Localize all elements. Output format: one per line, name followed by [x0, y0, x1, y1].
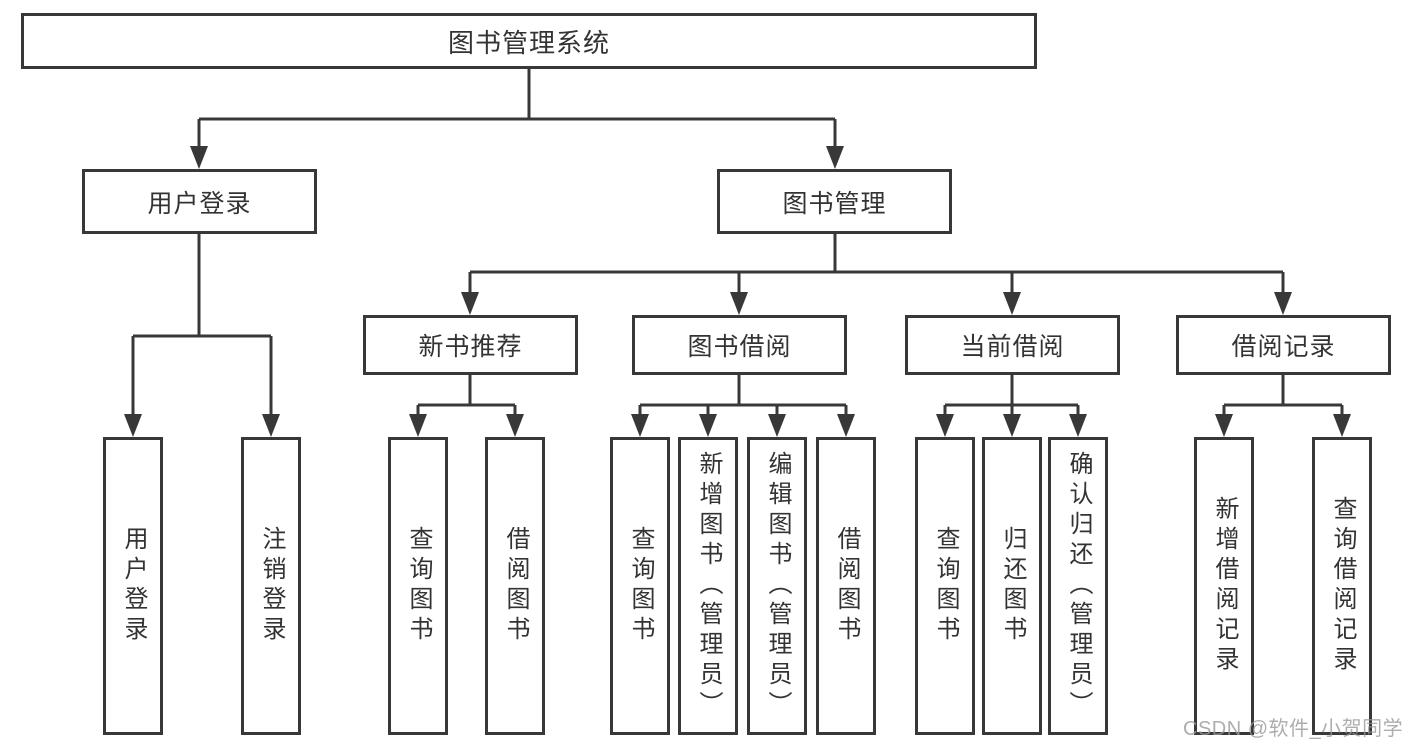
connector-root-to-level2 [190, 69, 844, 169]
leaf-edit-books-admin: 编辑图书（管理员） [747, 437, 807, 735]
leaf-label: 借阅图书 [833, 526, 860, 646]
leaf-label: 确认归还（管理员） [1065, 451, 1092, 721]
leaf-label: 查询图书 [932, 526, 959, 646]
leaf-confirm-return-admin: 确认归还（管理员） [1048, 437, 1108, 735]
leaf-label: 注销登录 [258, 526, 285, 646]
leaf-label: 查询借阅记录 [1329, 496, 1356, 676]
connector-book-mgmt-to-modules [461, 234, 1292, 315]
arrowhead-down-icon [730, 292, 748, 315]
arrowhead-down-icon [826, 146, 844, 169]
arrowhead-down-icon [1069, 414, 1087, 437]
leaf-label: 新增图书（管理员） [695, 451, 722, 721]
node-current-borrow: 当前借阅 [905, 315, 1120, 375]
arrowhead-down-icon [262, 414, 280, 437]
connector-current-borrow-to-leaves [936, 375, 1087, 437]
arrowhead-down-icon [631, 414, 649, 437]
connector-borrow-records-to-leaves [1215, 375, 1351, 437]
leaf-query-books-borrow: 查询图书 [610, 437, 670, 735]
arrowhead-down-icon [837, 414, 855, 437]
leaf-borrow-books: 借阅图书 [816, 437, 876, 735]
arrowhead-down-icon [506, 414, 524, 437]
arrowhead-down-icon [124, 414, 142, 437]
leaf-query-books-recommend: 查询图书 [388, 437, 448, 735]
leaf-label: 新增借阅记录 [1211, 496, 1238, 676]
leaf-add-borrow-record: 新增借阅记录 [1194, 437, 1254, 735]
leaf-query-books-current: 查询图书 [915, 437, 975, 735]
leaf-borrow-books-recommend: 借阅图书 [485, 437, 545, 735]
arrowhead-down-icon [699, 414, 717, 437]
arrowhead-down-icon [1215, 414, 1233, 437]
leaf-label: 查询图书 [627, 526, 654, 646]
node-book-borrow: 图书借阅 [632, 315, 847, 375]
leaf-label: 用户登录 [120, 526, 147, 646]
node-user-login: 用户登录 [82, 169, 317, 234]
leaf-label: 归还图书 [999, 526, 1026, 646]
leaf-add-books-admin: 新增图书（管理员） [678, 437, 738, 735]
node-system-root: 图书管理系统 [21, 13, 1037, 69]
arrowhead-down-icon [409, 414, 427, 437]
leaf-label: 编辑图书（管理员） [764, 451, 791, 721]
connector-new-book-to-leaves [409, 375, 524, 437]
leaf-return-books: 归还图书 [982, 437, 1042, 735]
node-borrow-records: 借阅记录 [1176, 315, 1391, 375]
node-new-book-recommend: 新书推荐 [363, 315, 578, 375]
arrowhead-down-icon [768, 414, 786, 437]
leaf-query-borrow-record: 查询借阅记录 [1312, 437, 1372, 735]
leaf-label: 查询图书 [405, 526, 432, 646]
arrowhead-down-icon [1003, 414, 1021, 437]
arrowhead-down-icon [461, 292, 479, 315]
leaf-logout: 注销登录 [241, 437, 301, 735]
node-book-management: 图书管理 [717, 169, 952, 234]
leaf-label: 借阅图书 [502, 526, 529, 646]
arrowhead-down-icon [1333, 414, 1351, 437]
arrowhead-down-icon [1003, 292, 1021, 315]
connector-book-borrow-to-leaves [631, 375, 855, 437]
leaf-user-login: 用户登录 [103, 437, 163, 735]
arrowhead-down-icon [1274, 292, 1292, 315]
arrowhead-down-icon [936, 414, 954, 437]
csdn-watermark: CSDN @软件_小贺同学 [1183, 718, 1404, 740]
connector-user-login-to-leaves [124, 234, 280, 437]
arrowhead-down-icon [190, 146, 208, 169]
